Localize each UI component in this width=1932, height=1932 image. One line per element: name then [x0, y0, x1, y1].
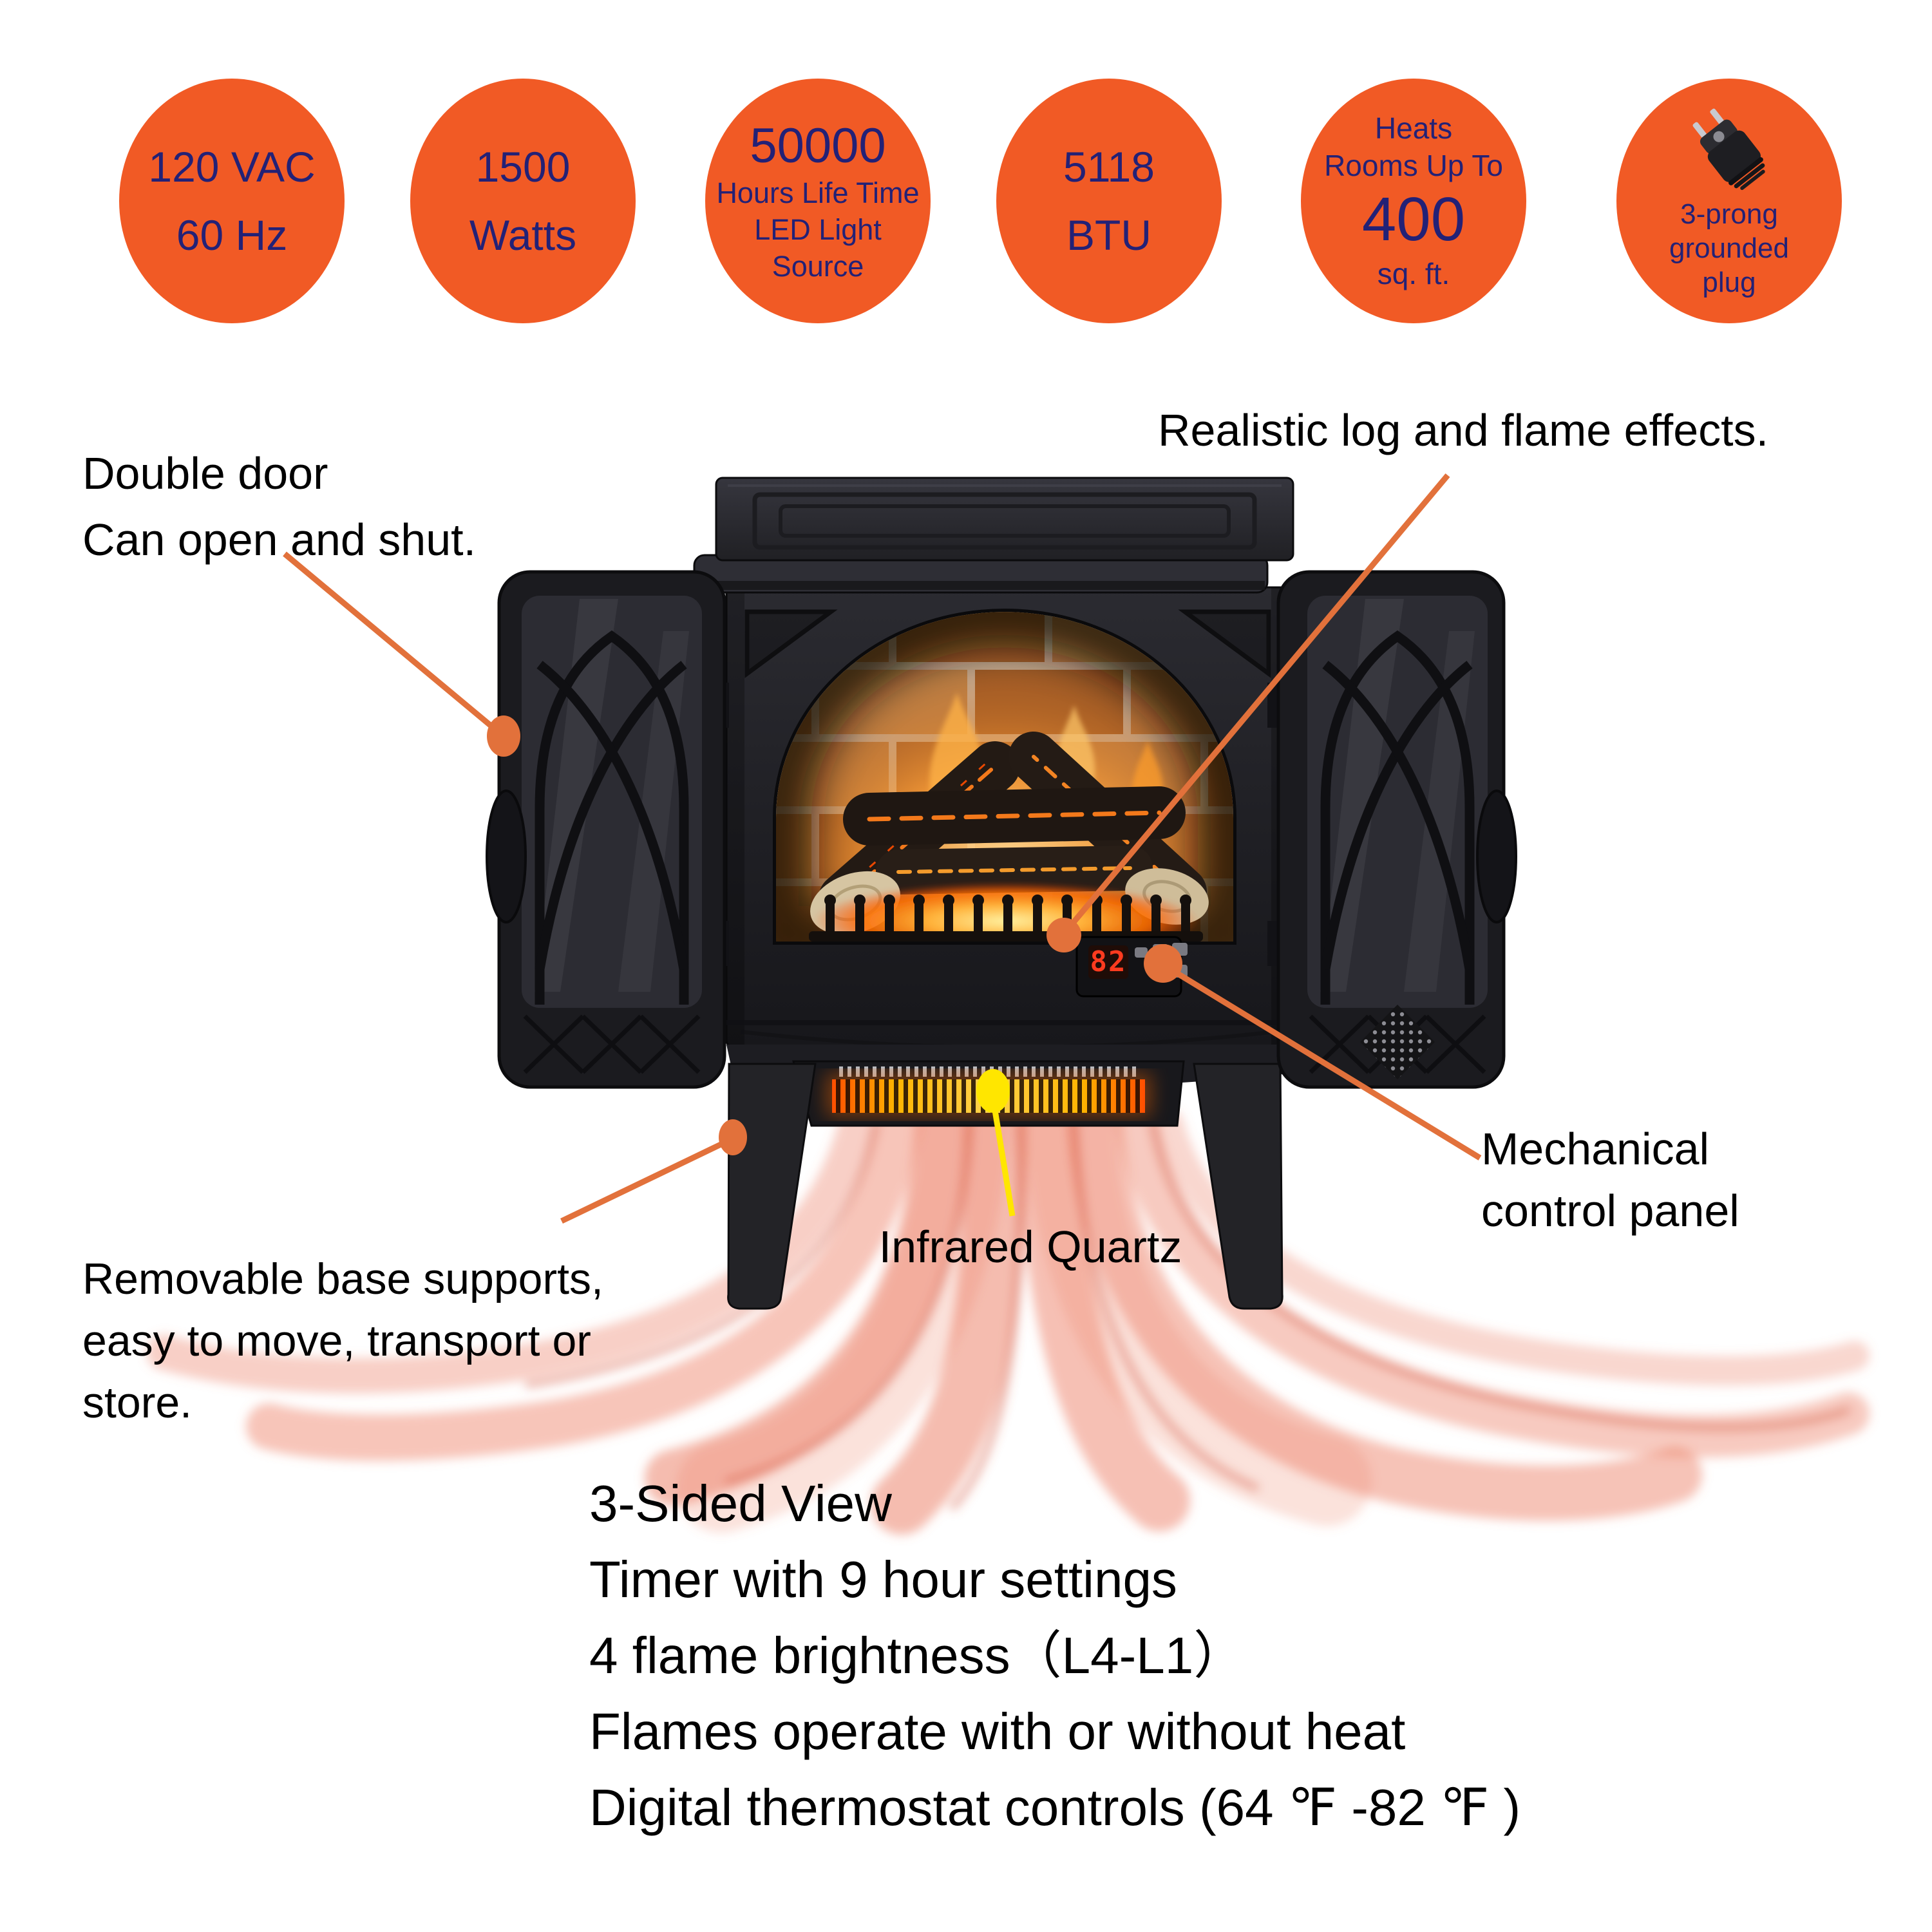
- feature-item-thermostat: Digital thermostat controls (64 ℉ -82 ℉ …: [589, 1779, 1521, 1836]
- right-door-handle: [1476, 790, 1517, 923]
- label-mechanical-panel-line2: control panel: [1481, 1186, 1739, 1236]
- left-door-tracery: [535, 630, 689, 1005]
- label-mechanical-panel-line1: Mechanical: [1481, 1124, 1710, 1174]
- callout-dot-infrared: [976, 1069, 1010, 1113]
- label-infrared-quartz: Infrared Quartz: [878, 1222, 1182, 1272]
- right-door-glass: [1307, 596, 1488, 1008]
- corner-motif-right: [1178, 609, 1271, 678]
- label-removable-base-line3: store.: [82, 1378, 193, 1427]
- callout-dot-mechanical: [1144, 944, 1182, 983]
- badge-voltage-line2: 60 Hz: [176, 211, 288, 259]
- power-plug-icon: [1675, 103, 1783, 194]
- left-door: [486, 570, 729, 1089]
- left-door-handle: [486, 790, 527, 923]
- badge-plug-line3: plug: [1702, 266, 1756, 298]
- badge-btu-value: 5118: [1063, 143, 1155, 191]
- badge-room-size: Heats Rooms Up To 400 sq. ft.: [1301, 79, 1526, 323]
- badge-led-lifetime: 50000 Hours Life Time LED Light Source: [705, 79, 931, 323]
- label-double-door-line2: Can open and shut.: [82, 515, 477, 565]
- badge-room-size-line1: Heats: [1374, 111, 1453, 145]
- label-double-door-line1: Double door: [82, 448, 328, 498]
- badge-led-lifetime-line3: Source: [772, 249, 864, 283]
- label-removable-base-line1: Removable base supports,: [82, 1255, 603, 1303]
- label-realistic-effects: Realistic log and flame effects.: [1158, 405, 1769, 455]
- badge-voltage: 120 VAC 60 Hz: [119, 79, 345, 323]
- badge-voltage-line1: 120 VAC: [148, 143, 316, 191]
- callout-dot-realistic: [1046, 918, 1081, 952]
- callout-line-double-door: [283, 551, 503, 737]
- badge-wattage: 1500 Watts: [410, 79, 636, 323]
- thermostat-display-value: 82: [1090, 945, 1127, 978]
- badge-room-size-unit: sq. ft.: [1377, 257, 1450, 290]
- label-double-door: Double door Can open and shut.: [82, 440, 476, 573]
- right-door-tracery: [1320, 630, 1475, 1005]
- corner-motif-left: [744, 609, 838, 678]
- speaker-mesh: [1360, 1005, 1435, 1079]
- thermostat-display: [1088, 945, 1128, 979]
- label-mechanical-panel: Mechanical control panel: [1481, 1118, 1739, 1242]
- stove-legs: [727, 1063, 1283, 1310]
- feature-item-timer: Timer with 9 hour settings: [589, 1551, 1177, 1608]
- left-leg: [727, 1063, 817, 1310]
- feature-item-flames: Flames operate with or without heat: [589, 1703, 1406, 1760]
- callout-line-infrared: [990, 1098, 1016, 1217]
- badge-led-lifetime-value: 50000: [750, 118, 886, 173]
- stove-lid: [693, 477, 1294, 594]
- label-removable-base: Removable base supports, easy to move, t…: [82, 1248, 603, 1434]
- right-leg: [1193, 1063, 1283, 1310]
- feature-item-brightness: 4 flame brightness（L4-L1）: [589, 1627, 1245, 1684]
- badge-led-lifetime-line2: LED Light: [754, 213, 882, 246]
- badge-room-size-line2: Rooms Up To: [1324, 149, 1503, 182]
- badge-plug: 3-prong grounded plug: [1616, 79, 1842, 323]
- badge-led-lifetime-line1: Hours Life Time: [716, 176, 920, 209]
- badge-btu: 5118 BTU: [996, 79, 1222, 323]
- callout-dot-double-door: [487, 715, 520, 757]
- badge-wattage-line1: 1500: [475, 143, 571, 191]
- right-door: [1267, 570, 1517, 1089]
- badge-btu-unit: BTU: [1066, 211, 1151, 259]
- badge-plug-line2: grounded: [1669, 232, 1789, 264]
- callout-line-realistic: [1061, 473, 1450, 936]
- badge-wattage-line2: Watts: [469, 211, 577, 259]
- left-door-glass: [522, 596, 702, 1008]
- feature-list: 3-Sided View Timer with 9 hour settings …: [589, 1466, 1520, 1846]
- callout-line-removable: [560, 1135, 734, 1224]
- badge-room-size-value: 400: [1361, 185, 1466, 254]
- callout-line-mechanical: [1161, 962, 1482, 1160]
- label-removable-base-line2: easy to move, transport or: [82, 1316, 591, 1365]
- feature-item-3-sided: 3-Sided View: [589, 1475, 892, 1532]
- callout-pointers: [283, 473, 1482, 1224]
- badge-plug-line1: 3-prong: [1680, 198, 1778, 230]
- callout-dot-removable: [719, 1119, 747, 1155]
- left-door-lattice: [523, 1014, 701, 1074]
